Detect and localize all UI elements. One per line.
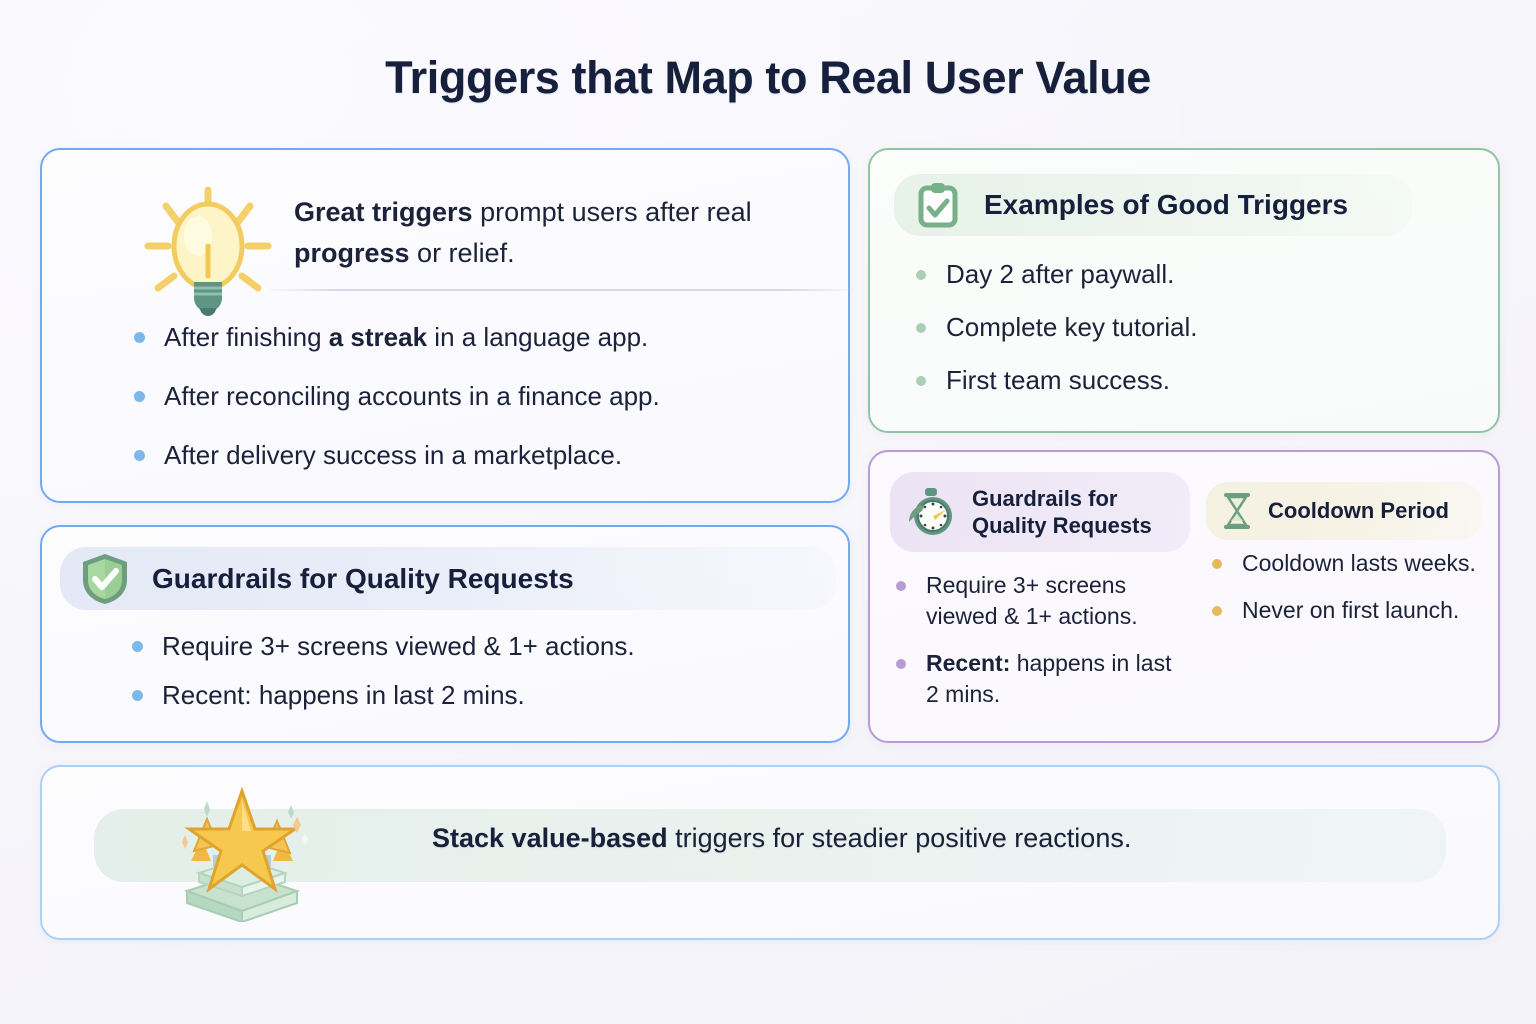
hourglass-icon (1220, 491, 1254, 531)
bullet-text: After finishing (164, 322, 329, 352)
cooldown-bullet-list: Cooldown lasts weeks. Never on first lau… (1206, 548, 1482, 626)
examples-header-pill: Examples of Good Triggers (894, 174, 1412, 236)
examples-heading: Examples of Good Triggers (984, 189, 1349, 220)
list-item: Recent: happens in last 2 mins. (124, 678, 824, 712)
page-title: Triggers that Map to Real User Value (385, 52, 1151, 103)
divider (270, 289, 852, 291)
list-item: Complete key tutorial. (908, 311, 1428, 344)
list-item: Recent: happens in last 2 mins. (890, 648, 1190, 710)
stopwatch-icon (906, 486, 956, 538)
list-item: First team success. (908, 364, 1428, 397)
bullet-text: Cooldown lasts weeks. (1242, 550, 1476, 576)
bullet-text: Require 3+ screens viewed & 1+ actions. (926, 572, 1138, 629)
bullet-text: Complete key tutorial. (946, 312, 1198, 342)
list-item: Cooldown lasts weeks. (1206, 548, 1482, 579)
stars-trophy-icon (147, 786, 347, 924)
stack-statement: Stack value-based triggers for steadier … (432, 823, 1131, 854)
quality-bullet-list: Require 3+ screens viewed & 1+ actions. … (890, 570, 1190, 710)
guardrails-bullet-list: Require 3+ screens viewed & 1+ actions. … (124, 629, 824, 727)
card-guardrails-quality-requests: Guardrails for Quality Requests Require … (40, 525, 850, 743)
list-item: After finishing a streak in a language a… (126, 320, 826, 354)
lead-statement: Great triggers prompt users after real p… (294, 192, 834, 274)
card-stack-value-based: Stack value-based triggers for steadier … (40, 765, 1500, 940)
lead-bold-1: Great triggers (294, 197, 473, 227)
lead-plain-2: or relief. (409, 238, 515, 268)
bullet-text: After delivery success in a marketplace. (164, 440, 623, 470)
shield-check-icon (80, 552, 130, 606)
stack-bold: Stack value-based (432, 823, 668, 853)
list-item: Require 3+ screens viewed & 1+ actions. (124, 629, 824, 663)
bullet-bold: a streak (328, 322, 428, 352)
cooldown-header-pill: Cooldown Period (1206, 482, 1482, 540)
card-examples-of-good-triggers: Examples of Good Triggers Day 2 after pa… (868, 148, 1500, 433)
guardrails-header-pill: Guardrails for Quality Requests (60, 547, 836, 610)
list-item: Require 3+ screens viewed & 1+ actions. (890, 570, 1190, 632)
lead-bold-2: progress (294, 238, 410, 268)
bullet-text: After reconciling accounts in a finance … (164, 381, 660, 411)
bullet-text: Never on first launch. (1242, 597, 1460, 623)
bullet-text: Require 3+ screens viewed & 1+ actions. (162, 631, 635, 661)
mint-banner (94, 809, 1446, 882)
cooldown-column: Cooldown Period Cooldown lasts weeks. Ne… (1206, 472, 1482, 642)
lightbulb-icon (138, 184, 278, 319)
lead-plain-1: prompt users after real (472, 197, 752, 227)
list-item: After delivery success in a marketplace. (126, 438, 826, 472)
clipboard-check-icon (916, 182, 960, 228)
bullet-text: happens in last 2 mins. (926, 650, 1172, 707)
cooldown-heading: Cooldown Period (1268, 498, 1449, 523)
quality-heading-line1: Guardrails for (972, 486, 1118, 511)
bullet-text: First team success. (946, 365, 1170, 395)
bullet-text-2: in a language app. (427, 322, 649, 352)
bullet-text: Recent: happens in last 2 mins. (162, 680, 525, 710)
triggers-bullet-list: After finishing a streak in a language a… (126, 320, 826, 497)
guardrails-heading: Guardrails for Quality Requests (152, 562, 574, 594)
examples-bullet-list: Day 2 after paywall. Complete key tutori… (908, 258, 1428, 417)
list-item: Day 2 after paywall. (908, 258, 1428, 291)
bullet-text: Day 2 after paywall. (946, 259, 1175, 289)
quality-heading-line2: Quality Requests (972, 513, 1152, 538)
list-item: Never on first launch. (1206, 595, 1482, 626)
card-great-triggers: Great triggers prompt users after real p… (40, 148, 852, 503)
stack-plain: triggers for steadier positive reactions… (667, 823, 1132, 853)
bullet-bold: Recent: (926, 650, 1011, 676)
list-item: After reconciling accounts in a finance … (126, 379, 826, 413)
